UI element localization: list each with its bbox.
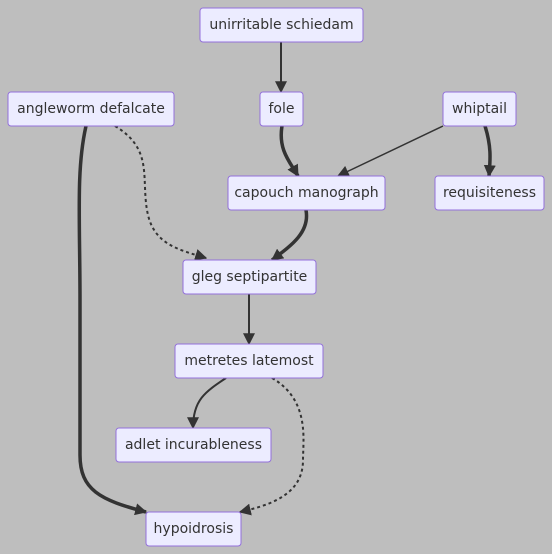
node-box bbox=[227, 175, 386, 211]
node-label: requisiteness bbox=[443, 185, 536, 201]
edge-capouch-manograph-to-gleg-septipartite bbox=[270, 209, 309, 262]
edge-whiptail-to-capouch-manograph bbox=[336, 125, 444, 177]
node-box bbox=[145, 511, 242, 547]
edge-fole-to-capouch-manograph bbox=[279, 125, 300, 178]
node-label: capouch manograph bbox=[234, 185, 378, 201]
node-label: hypoidrosis bbox=[154, 521, 234, 537]
node-label: adlet incurableness bbox=[125, 437, 262, 453]
edges bbox=[77, 42, 496, 516]
node-label: whiptail bbox=[452, 101, 507, 117]
node-label: fole bbox=[269, 101, 295, 117]
node-label: unirritable schiedam bbox=[209, 17, 353, 33]
node-box bbox=[7, 91, 175, 127]
node-metretes-latemost[interactable]: metretes latemost bbox=[174, 343, 324, 379]
edge-whiptail-to-requisiteness bbox=[483, 125, 496, 178]
edge-metretes-latemost-to-adlet-incurableness bbox=[187, 377, 227, 430]
node-gleg-septipartite[interactable]: gleg septipartite bbox=[182, 259, 317, 295]
node-label: gleg septipartite bbox=[192, 269, 308, 285]
node-box bbox=[182, 259, 317, 295]
node-unirritable-schiedam[interactable]: unirritable schiedam bbox=[199, 7, 364, 43]
node-requisiteness[interactable]: requisiteness bbox=[434, 175, 545, 211]
node-box bbox=[174, 343, 324, 379]
node-box bbox=[434, 175, 545, 211]
node-whiptail[interactable]: whiptail bbox=[442, 91, 517, 127]
node-box bbox=[259, 91, 304, 127]
node-label: angleworm defalcate bbox=[17, 101, 165, 117]
edge-angleworm-defalcate-to-hypoidrosis bbox=[77, 125, 148, 516]
node-hypoidrosis[interactable]: hypoidrosis bbox=[145, 511, 242, 547]
node-capouch-manograph[interactable]: capouch manograph bbox=[227, 175, 386, 211]
node-label: metretes latemost bbox=[184, 353, 314, 369]
node-angleworm-defalcate[interactable]: angleworm defalcate bbox=[7, 91, 175, 127]
node-box bbox=[199, 7, 364, 43]
node-fole[interactable]: fole bbox=[259, 91, 304, 127]
node-adlet-incurableness[interactable]: adlet incurableness bbox=[115, 427, 272, 463]
edge-angleworm-defalcate-to-gleg-septipartite bbox=[114, 125, 208, 261]
node-box bbox=[115, 427, 272, 463]
node-box bbox=[442, 91, 517, 127]
